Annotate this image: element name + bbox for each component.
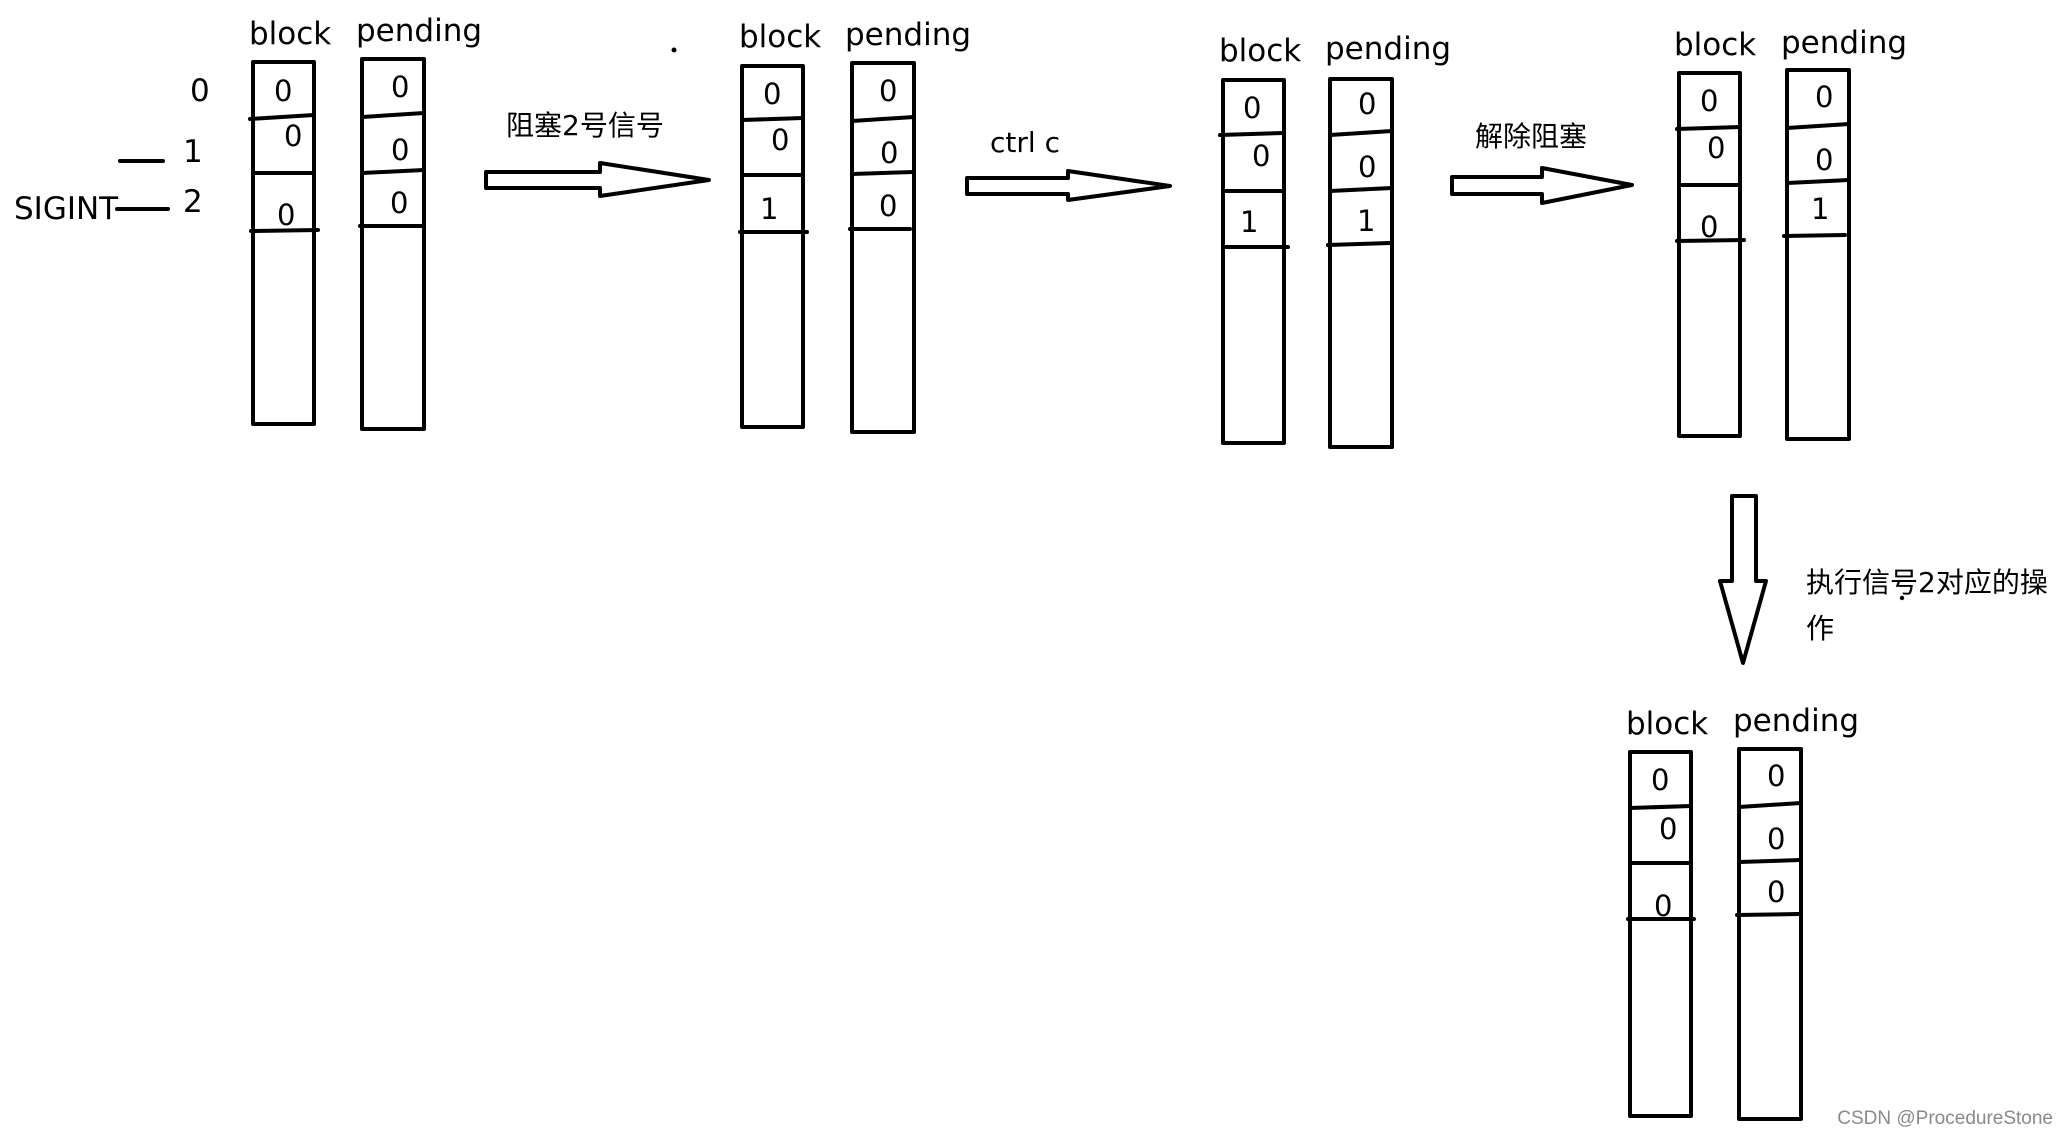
block-bit-1: 0 xyxy=(1252,139,1270,173)
pending-bit-1: 0 xyxy=(1815,143,1833,177)
transition-label: 阻塞2号信号 xyxy=(506,109,664,142)
stray-dot xyxy=(671,47,677,53)
pending-bit-1: 0 xyxy=(880,136,898,170)
block-bit-1: 0 xyxy=(1659,812,1677,846)
block-bit-2: 1 xyxy=(760,192,778,226)
transition-label: 解除阻塞 xyxy=(1475,120,1587,153)
pending-label: pending xyxy=(1733,703,1859,739)
pending-label: pending xyxy=(845,17,971,53)
pending-cell-dividers xyxy=(358,111,426,228)
transition-label-line1: 执行信号2对应的操 xyxy=(1806,566,2048,599)
pending-cell-dividers xyxy=(848,115,916,231)
pending-bit-0: 0 xyxy=(879,74,897,108)
block-cell-dividers xyxy=(738,116,809,234)
pending-bitmap-column xyxy=(1785,68,1851,441)
pending-bitmap-column xyxy=(1737,747,1803,1121)
index-legend: 0 1 SIGINT 2 xyxy=(14,73,210,227)
pending-bitmap-column xyxy=(1328,77,1394,449)
block-cell-dividers xyxy=(1218,131,1290,249)
block-bitmap-column xyxy=(251,60,316,426)
pending-bitmap-column xyxy=(360,57,426,431)
state-4: block pending 0 0 0 0 0 1 xyxy=(1674,25,1907,441)
block-bitmap-column xyxy=(1221,78,1286,445)
pending-cell-dividers xyxy=(1326,129,1394,247)
block-bit-0: 0 xyxy=(1651,763,1669,797)
down-arrow-icon xyxy=(1718,494,1768,665)
right-arrow-icon xyxy=(965,169,1172,202)
index-label-0: 0 xyxy=(190,73,210,109)
block-label: block xyxy=(739,19,821,55)
transition-1: 阻塞2号信号 xyxy=(484,109,711,198)
pending-bit-1: 0 xyxy=(1767,822,1785,856)
right-arrow-icon xyxy=(1450,166,1634,205)
block-cell-dividers xyxy=(1626,804,1696,921)
block-bit-1: 0 xyxy=(1707,131,1725,165)
block-cell-dividers xyxy=(248,113,320,233)
block-label: block xyxy=(249,16,331,52)
block-bit-0: 0 xyxy=(274,74,292,108)
pending-bit-0: 0 xyxy=(391,70,409,104)
block-bit-2: 1 xyxy=(1240,205,1258,239)
right-arrow-icon xyxy=(484,161,711,198)
block-bit-1: 0 xyxy=(771,123,789,157)
pending-bit-2: 0 xyxy=(390,186,408,220)
pending-bit-2: 0 xyxy=(1767,875,1785,909)
block-bit-1: 0 xyxy=(284,119,302,153)
block-label: block xyxy=(1674,27,1756,63)
transition-4: 执行信号2对应的操 作 xyxy=(1718,494,2048,665)
block-bitmap-column xyxy=(1677,71,1742,438)
block-bitmap-column xyxy=(1628,750,1693,1118)
block-bit-2: 0 xyxy=(1700,210,1718,244)
pending-cell-dividers xyxy=(1782,122,1851,238)
block-bit-2: 0 xyxy=(277,198,295,232)
pending-bit-2: 1 xyxy=(1811,192,1829,226)
transition-3: 解除阻塞 xyxy=(1450,120,1634,205)
block-cell-dividers xyxy=(1675,125,1746,243)
pending-bit-2: 1 xyxy=(1357,204,1375,238)
pending-bitmap-column xyxy=(850,61,916,434)
block-bitmap-column xyxy=(740,64,805,429)
transition-label-line2: 作 xyxy=(1806,612,1834,645)
block-bit-2: 0 xyxy=(1654,889,1672,923)
pending-bit-1: 0 xyxy=(391,133,409,167)
pending-label: pending xyxy=(1781,25,1907,61)
pending-bit-2: 0 xyxy=(879,189,897,223)
pending-cell-dividers xyxy=(1735,801,1803,917)
transition-2: ctrl c xyxy=(965,126,1172,202)
watermark-text: CSDN @ProcedureStone xyxy=(1837,1108,2053,1129)
pending-bit-0: 0 xyxy=(1815,80,1833,114)
block-label: block xyxy=(1219,33,1301,69)
state-5: block pending 0 0 0 0 0 0 xyxy=(1626,703,1859,1121)
block-bit-0: 0 xyxy=(763,77,781,111)
stray-dot xyxy=(1899,595,1905,601)
index-label-1: 1 xyxy=(183,134,203,170)
index-label-2: 2 xyxy=(183,184,203,220)
pending-bit-0: 0 xyxy=(1767,759,1785,793)
block-bit-0: 0 xyxy=(1700,84,1718,118)
block-label: block xyxy=(1626,706,1708,742)
state-1: block pending 0 0 0 0 0 0 xyxy=(248,13,482,431)
state-2: block pending 0 0 1 0 0 0 xyxy=(738,17,971,434)
pending-label: pending xyxy=(356,13,482,49)
pending-bit-1: 0 xyxy=(1358,150,1376,184)
pending-bit-0: 0 xyxy=(1358,87,1376,121)
state-3: block pending 0 0 1 0 0 1 xyxy=(1218,31,1451,449)
transition-label: ctrl c xyxy=(990,126,1060,159)
block-bit-0: 0 xyxy=(1243,91,1261,125)
signal-name-label: SIGINT xyxy=(14,191,119,227)
pending-label: pending xyxy=(1325,31,1451,67)
